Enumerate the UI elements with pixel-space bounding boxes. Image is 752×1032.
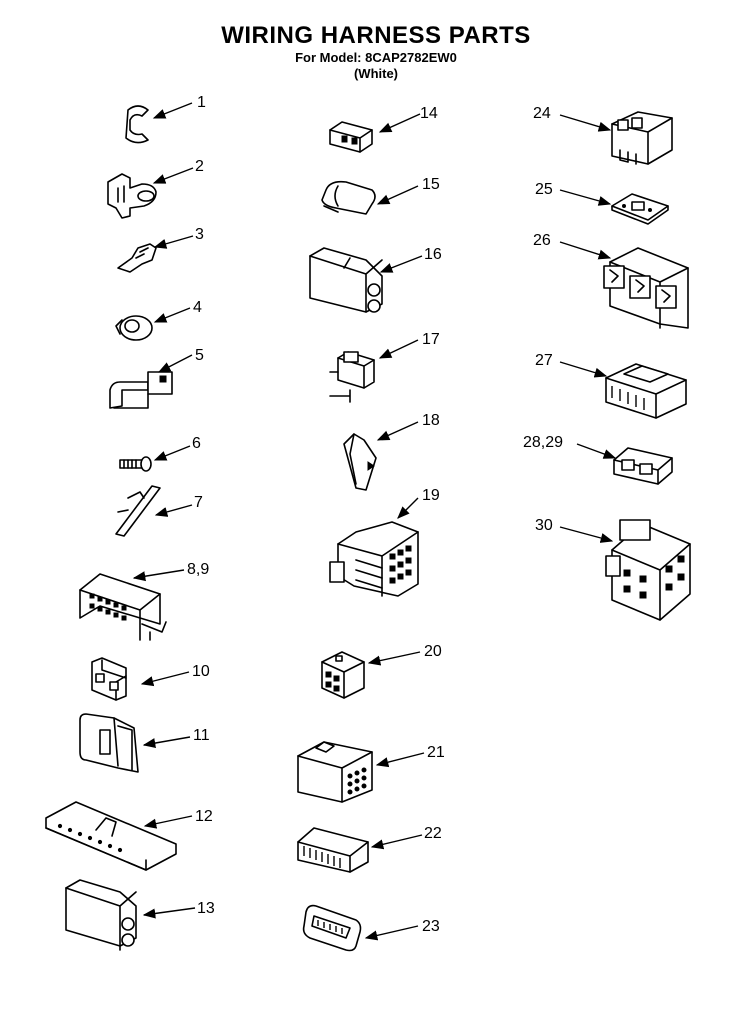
part-4-leader bbox=[153, 307, 191, 323]
part-20-block bbox=[321, 651, 365, 699]
part-27-label: 27 bbox=[535, 352, 553, 369]
part-25-label: 25 bbox=[535, 181, 553, 198]
part-30-leader bbox=[559, 526, 614, 543]
part-6-label: 6 bbox=[192, 435, 201, 452]
part-6-leader bbox=[153, 445, 191, 461]
part-10-label: 10 bbox=[192, 663, 210, 680]
part-5-label: 5 bbox=[195, 347, 204, 364]
part-8-9-label: 8,9 bbox=[187, 561, 209, 578]
part-7-label: 7 bbox=[194, 494, 203, 511]
part-28-29-connector bbox=[613, 447, 673, 485]
part-27-leader bbox=[559, 361, 608, 378]
part-15-label: 15 bbox=[422, 176, 440, 193]
part-14-leader bbox=[378, 113, 421, 133]
part-23-leader bbox=[364, 925, 419, 941]
part-11-leader bbox=[142, 736, 191, 749]
part-22-leader bbox=[370, 834, 423, 850]
part-16-housing bbox=[309, 247, 383, 313]
part-19-leader bbox=[397, 497, 419, 519]
part-21-block bbox=[297, 741, 373, 803]
part-13-leader bbox=[142, 907, 196, 919]
part-5-bracket bbox=[109, 371, 173, 409]
part-2-clamp bbox=[107, 173, 157, 219]
part-12-label: 12 bbox=[195, 808, 213, 825]
part-17-label: 17 bbox=[422, 331, 440, 348]
part-30-label: 30 bbox=[535, 517, 553, 534]
part-13-connector bbox=[65, 879, 137, 951]
color-line: (White) bbox=[353, 66, 399, 81]
part-19-connector bbox=[329, 521, 419, 597]
part-1-clip bbox=[125, 105, 149, 144]
part-22-connector bbox=[297, 827, 369, 873]
part-2-leader bbox=[152, 167, 194, 184]
part-24-housing bbox=[611, 111, 673, 165]
part-15-sleeve bbox=[321, 180, 376, 215]
part-20-label: 20 bbox=[424, 643, 442, 660]
part-27-housing bbox=[605, 363, 687, 419]
part-15-leader bbox=[376, 185, 419, 205]
part-20-leader bbox=[367, 651, 421, 666]
part-13-label: 13 bbox=[197, 900, 215, 917]
part-21-label: 21 bbox=[427, 744, 445, 761]
diagram-title: WIRING HARNESS PARTS bbox=[221, 22, 531, 49]
part-25-leader bbox=[559, 189, 612, 206]
model-line: For Model: 8CAP2782EW0 bbox=[295, 50, 457, 65]
part-16-label: 16 bbox=[424, 246, 442, 263]
part-16-leader bbox=[379, 255, 423, 273]
part-1-label: 1 bbox=[197, 94, 206, 111]
part-1-leader bbox=[152, 102, 193, 119]
part-30-connector bbox=[605, 519, 691, 621]
part-10-leader bbox=[140, 671, 190, 687]
part-11-label: 11 bbox=[193, 727, 210, 744]
part-8-9-leader bbox=[132, 569, 185, 582]
part-18-clip bbox=[343, 433, 377, 491]
part-4-ring bbox=[115, 315, 153, 341]
part-4-label: 4 bbox=[193, 299, 202, 316]
part-3-clip bbox=[117, 243, 157, 273]
part-22-label: 22 bbox=[424, 825, 442, 842]
part-3-label: 3 bbox=[195, 226, 204, 243]
part-24-leader bbox=[559, 114, 612, 132]
part-5-leader bbox=[157, 354, 193, 373]
part-14-label: 14 bbox=[420, 105, 438, 122]
part-26-connector bbox=[603, 247, 689, 329]
part-23-label: 23 bbox=[422, 918, 440, 935]
part-24-label: 24 bbox=[533, 105, 551, 122]
part-7-strip bbox=[115, 485, 161, 537]
part-23-plug bbox=[302, 904, 362, 952]
part-7-leader bbox=[154, 504, 193, 517]
part-28-29-label: 28,29 bbox=[523, 434, 563, 451]
part-18-label: 18 bbox=[422, 412, 440, 429]
part-28-29-leader bbox=[576, 443, 617, 459]
part-11-plug bbox=[79, 713, 139, 773]
part-25-plate bbox=[611, 193, 669, 225]
part-6-screw bbox=[119, 456, 152, 472]
part-18-leader bbox=[376, 421, 419, 441]
part-26-label: 26 bbox=[533, 232, 551, 249]
part-8-9-connector bbox=[79, 573, 167, 641]
part-2-label: 2 bbox=[195, 158, 204, 175]
part-3-leader bbox=[153, 235, 194, 249]
part-21-leader bbox=[375, 752, 425, 768]
part-12-leader bbox=[143, 815, 193, 829]
part-12-terminal-strip bbox=[45, 801, 177, 871]
part-14-block bbox=[329, 121, 373, 153]
part-26-leader bbox=[559, 241, 612, 260]
part-17-leader bbox=[378, 339, 419, 359]
part-10-housing bbox=[91, 657, 127, 701]
part-19-label: 19 bbox=[422, 487, 440, 504]
part-17-switch bbox=[329, 351, 375, 403]
